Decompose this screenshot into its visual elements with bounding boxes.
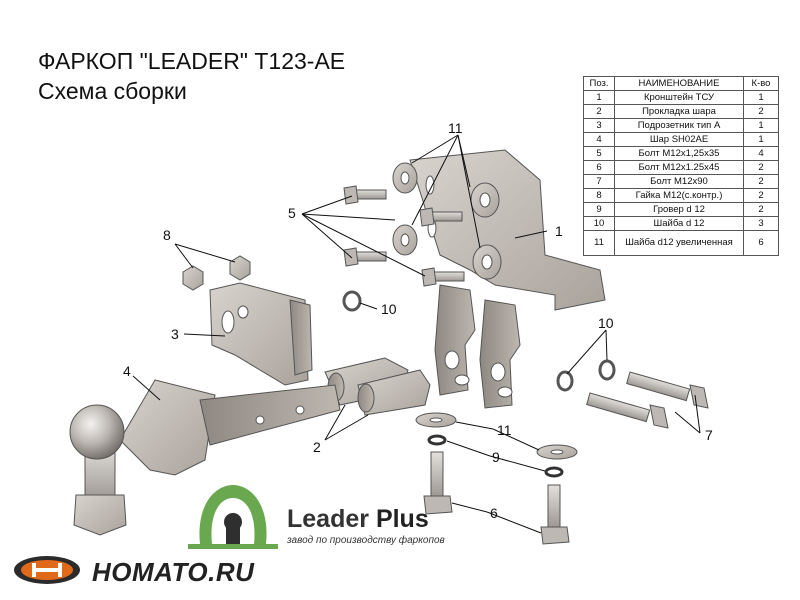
callout-1: 1	[555, 223, 563, 239]
callout-11-bottom: 11	[497, 422, 512, 438]
row-pos: 11	[583, 230, 615, 256]
brand-name: Leader Plus	[287, 505, 429, 533]
leader-plus-logo	[188, 485, 278, 549]
shop-name: HOMATO.RU	[92, 557, 255, 587]
spacers-part-2	[324, 357, 431, 416]
callout-labels: 1 2 3 4 5 6 7 8 9 10 10 11 11	[123, 120, 713, 521]
socket-plate-part-3	[209, 282, 313, 386]
bracket-part-1	[409, 149, 606, 409]
page-title: ФАРКОП "LEADER" Т123-АЕ	[38, 48, 346, 74]
row-qty: 6	[743, 230, 779, 256]
callout-8: 8	[163, 227, 171, 243]
bolts-part-6	[423, 451, 570, 545]
row-name: Шайба d12 увеличенная	[614, 230, 744, 256]
row-qty: 2	[743, 160, 779, 175]
tow-ball-part-4	[69, 379, 341, 536]
callout-6: 6	[490, 505, 498, 521]
callout-2: 2	[313, 439, 321, 455]
callout-7: 7	[705, 427, 713, 443]
callout-10-left: 10	[381, 301, 397, 317]
callout-9: 9	[492, 449, 500, 465]
leader-lines	[132, 134, 701, 534]
brand-name-plus: Plus	[375, 505, 429, 533]
large-washers-part-11	[392, 162, 502, 280]
homato-logo	[14, 556, 80, 584]
loose-washers-part-11	[415, 412, 578, 460]
callout-11-top: 11	[448, 120, 463, 136]
callout-3: 3	[171, 326, 179, 342]
callout-5: 5	[288, 205, 296, 221]
brand-tagline: завод по производству фаркопов	[287, 535, 445, 546]
long-bolts-part-7	[586, 371, 709, 429]
brand-name-main: Leader	[287, 505, 369, 533]
callout-10-right: 10	[598, 315, 614, 331]
callout-4: 4	[123, 363, 131, 379]
spring-washers-part-9	[427, 434, 564, 478]
washers-part-10	[342, 290, 616, 392]
page-subtitle: Схема сборки	[38, 78, 187, 104]
